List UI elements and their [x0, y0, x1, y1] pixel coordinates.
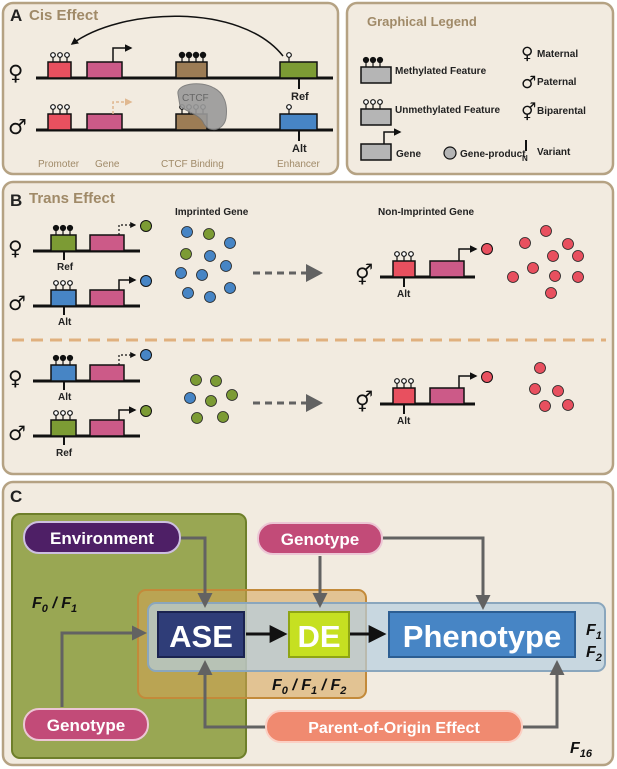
svg-text:♂: ♂: [8, 291, 26, 315]
enhancer-label: Enhancer: [277, 159, 320, 170]
legend-variant: Variant: [537, 147, 571, 158]
legend-paternal: Paternal: [537, 77, 577, 88]
ase-label: ASE: [169, 619, 233, 654]
legend-gene-product: Gene-product: [460, 149, 526, 160]
legend-biparental-icon: ⚥: [521, 102, 536, 123]
alt-label: Alt: [292, 143, 307, 155]
legend-variant-letter: N: [522, 154, 528, 163]
phenotype-node: [388, 611, 576, 658]
phenotype-label: Phenotype: [403, 619, 561, 654]
environment-label: Environment: [50, 529, 154, 548]
legend-biparental: Biparental: [537, 106, 586, 117]
label-f16: F16: [570, 740, 593, 760]
ctcf-binding-feature: [175, 61, 208, 79]
red-products-top: [507, 225, 584, 299]
panel-c: C F0 / F1 F0 / F1 / F2 F1 F2 F16: [1, 480, 615, 767]
poe-label: Parent-of-Origin Effect: [308, 720, 480, 737]
svg-text:⚥: ⚥: [355, 263, 373, 287]
legend-unmethylated: Unmethylated Feature: [395, 105, 500, 116]
label-ph-f1: F1: [586, 622, 602, 642]
legend-maternal: Maternal: [537, 49, 578, 60]
svg-text:Alt: Alt: [58, 317, 72, 328]
enhancer-feature: [279, 61, 318, 79]
svg-text:Alt: Alt: [397, 416, 411, 427]
gene-label: Gene: [95, 159, 120, 170]
ctcf-protein: [177, 83, 227, 131]
ctcf-binding-label: CTCF Binding: [161, 159, 224, 170]
environment-node: [23, 521, 181, 554]
paternal-icon: ♂: [8, 115, 27, 139]
ref-label: Ref: [291, 91, 309, 103]
legend-paternal-icon: ♂: [521, 73, 536, 93]
ase-node: [157, 611, 245, 658]
svg-text:⚥: ⚥: [355, 390, 373, 414]
promoter-label: Promoter: [38, 159, 80, 170]
genotype-top-label: Genotype: [281, 530, 359, 549]
svg-text:♀: ♀: [8, 366, 23, 390]
svg-text:Ref: Ref: [57, 262, 74, 273]
gene-feature: [86, 61, 123, 79]
gene-products-top: [175, 226, 236, 303]
genotype-top-node: [257, 522, 383, 555]
genotype-bottom-node: [23, 708, 149, 741]
de-label: DE: [297, 619, 340, 654]
panel-a-letter: A: [10, 6, 22, 25]
label-ph-f2: F2: [586, 644, 602, 664]
promoter-feature: [47, 61, 72, 79]
panel-a: A Cis Effect ♀ Ref ♂: [1, 1, 340, 176]
svg-text:Ref: Ref: [56, 448, 73, 459]
svg-text:Alt: Alt: [58, 392, 72, 403]
legend-methylated: Methylated Feature: [395, 66, 487, 77]
poe-node: [265, 710, 523, 743]
svg-text:♀: ♀: [8, 236, 23, 260]
legend-gene: Gene: [396, 149, 421, 160]
legend-title: Graphical Legend: [367, 14, 477, 29]
label-f0-f1-f2: F0 / F1 / F2: [272, 677, 346, 697]
legend-maternal-icon: ♀: [521, 44, 533, 64]
ctcf-label: CTCF: [182, 93, 209, 104]
graphical-legend: Graphical Legend Methylated Feature Unme…: [345, 1, 615, 176]
imprinted-gene-label: Imprinted Gene: [175, 207, 249, 218]
svg-text:Alt: Alt: [397, 289, 411, 300]
panel-c-letter: C: [10, 487, 22, 506]
genotype-bottom-label: Genotype: [47, 716, 125, 735]
panel-a-title: Cis Effect: [29, 7, 98, 24]
label-f0-f1: F0 / F1: [32, 595, 77, 615]
non-imprinted-gene-label: Non-Imprinted Gene: [378, 207, 475, 218]
gene-products-bottom: [184, 374, 238, 424]
maternal-icon: ♀: [8, 61, 23, 85]
de-node: [288, 611, 350, 658]
panel-b-letter: B: [10, 191, 22, 210]
red-products-bottom: [529, 362, 574, 412]
panel-b: B Trans Effect Imprinted Gene Non-Imprin…: [1, 180, 615, 476]
svg-text:♂: ♂: [8, 421, 26, 445]
panel-b-title: Trans Effect: [29, 190, 115, 207]
